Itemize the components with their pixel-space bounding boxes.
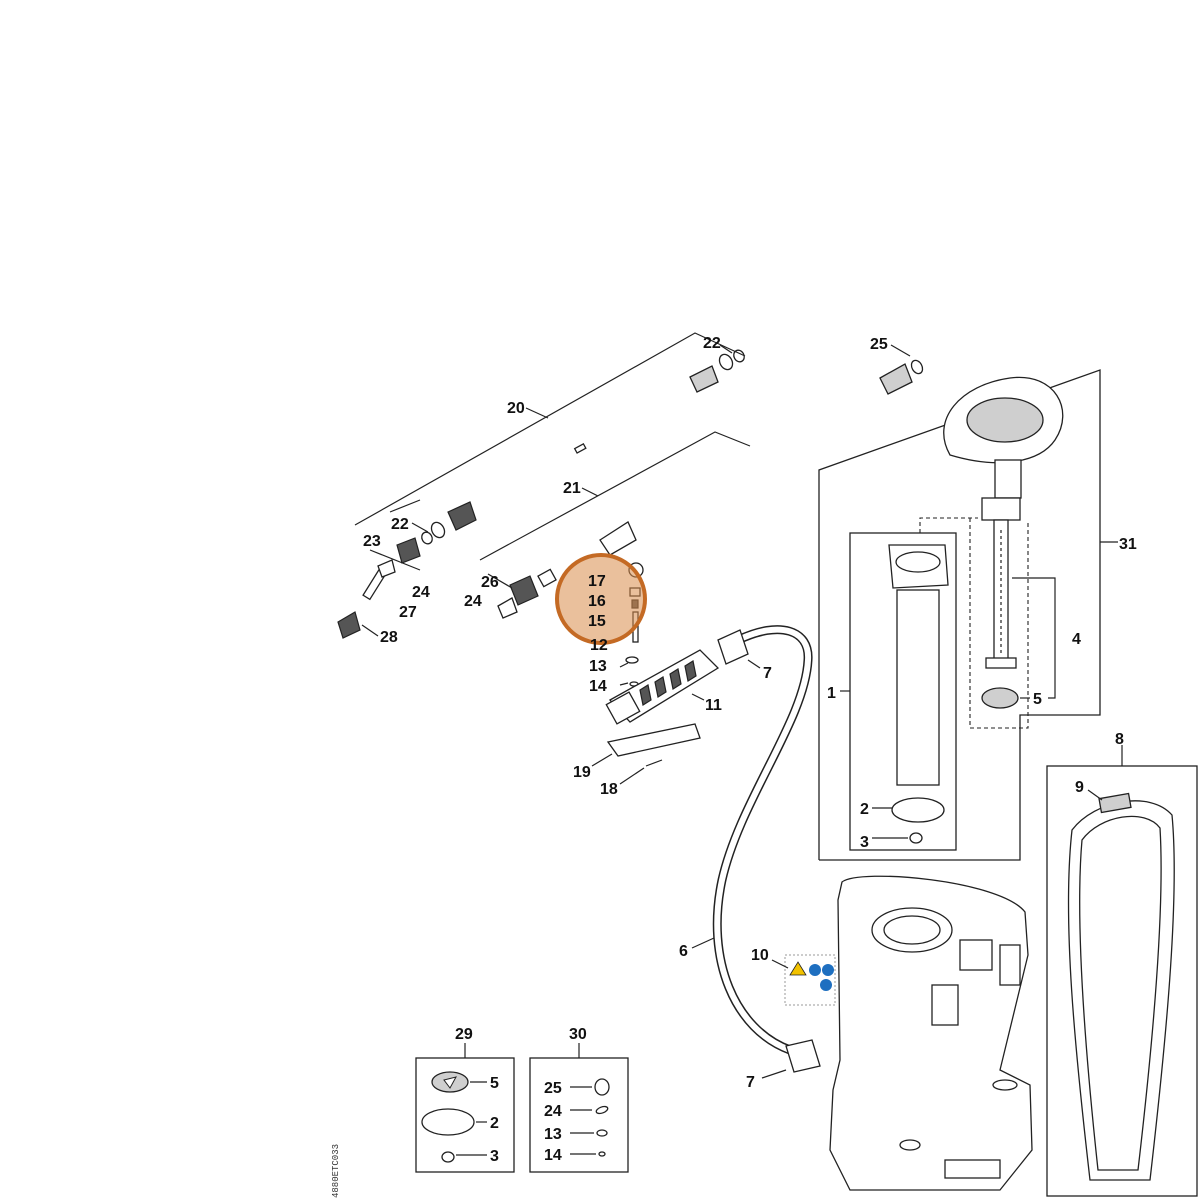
callout-9: 9 xyxy=(1075,779,1084,796)
kit29-label-5: 5 xyxy=(490,1075,499,1092)
hose-fitting-7-bottom[interactable] xyxy=(785,1039,821,1073)
kit30-seal-25[interactable] xyxy=(594,1078,610,1096)
callout-29: 29 xyxy=(455,1026,473,1043)
kit29-o-ring-2[interactable] xyxy=(421,1108,475,1136)
callout-18: 18 xyxy=(600,781,618,798)
nozzle-24-left[interactable] xyxy=(377,559,396,578)
callout-16: 16 xyxy=(588,593,606,610)
callout-4: 4 xyxy=(1072,631,1081,648)
hose-fitting-7-top[interactable] xyxy=(717,629,749,665)
piston-rod-4[interactable] xyxy=(985,519,1017,669)
highlight-circle xyxy=(555,553,647,645)
warning-label-10[interactable] xyxy=(784,954,836,1006)
kit30-label-13: 13 xyxy=(544,1126,562,1143)
callout-24-left: 24 xyxy=(412,584,430,601)
kit30-seal-14[interactable] xyxy=(598,1151,606,1157)
piston-seal-5[interactable] xyxy=(981,687,1019,709)
callout-1: 1 xyxy=(827,685,836,702)
callout-3: 3 xyxy=(860,834,869,851)
callout-8: 8 xyxy=(1115,731,1124,748)
callout-22-top: 22 xyxy=(703,335,721,352)
callout-12: 12 xyxy=(590,637,608,654)
hose-6[interactable] xyxy=(712,625,813,1055)
carrying-strap-8[interactable] xyxy=(1067,800,1175,1181)
callout-20: 20 xyxy=(507,400,525,417)
drawing-code: 4880ETC033 xyxy=(331,1144,341,1198)
nozzle-26[interactable] xyxy=(509,568,557,606)
handle-valve-11[interactable] xyxy=(605,649,720,725)
seal-rings-22-bottom[interactable] xyxy=(420,520,447,546)
callout-25: 25 xyxy=(870,336,888,353)
strap-buckle-9[interactable] xyxy=(1098,792,1132,814)
kit29-label-3: 3 xyxy=(490,1148,499,1165)
callout-6: 6 xyxy=(679,943,688,960)
kit29-label-2: 2 xyxy=(490,1115,499,1132)
valve-disc-3[interactable] xyxy=(909,832,923,844)
callout-2: 2 xyxy=(860,801,869,818)
kit30-label-25: 25 xyxy=(544,1080,562,1097)
spray-lance-20[interactable] xyxy=(447,365,719,531)
callout-22-bottom: 22 xyxy=(391,516,409,533)
callout-15: 15 xyxy=(588,613,606,630)
callout-5: 5 xyxy=(1033,691,1042,708)
callout-7-top: 7 xyxy=(763,665,772,682)
kit30-label-24: 24 xyxy=(544,1103,562,1120)
callout-21: 21 xyxy=(563,480,581,497)
kit30-label-14: 14 xyxy=(544,1147,562,1164)
callout-24-right: 24 xyxy=(464,593,482,610)
callout-31: 31 xyxy=(1119,536,1137,553)
frame-31 xyxy=(818,369,1101,861)
callout-30: 30 xyxy=(569,1026,587,1043)
pump-handle-31[interactable] xyxy=(943,376,1064,521)
seal-ring-25[interactable] xyxy=(909,358,925,375)
o-ring-2[interactable] xyxy=(891,797,945,823)
nozzle-23[interactable] xyxy=(396,537,421,564)
callout-14: 14 xyxy=(589,678,607,695)
sprayer-tank[interactable] xyxy=(829,875,1033,1191)
seal-rings-22-top[interactable] xyxy=(717,348,746,372)
callout-26: 26 xyxy=(481,574,499,591)
callout-23: 23 xyxy=(363,533,381,550)
seal-13[interactable] xyxy=(625,656,639,664)
callout-11: 11 xyxy=(705,697,722,714)
callout-10: 10 xyxy=(751,947,769,964)
callout-7-bottom: 7 xyxy=(746,1074,755,1091)
kit29-valve-3[interactable] xyxy=(441,1151,455,1163)
callout-13: 13 xyxy=(589,658,607,675)
trigger-lever-19[interactable] xyxy=(606,723,701,757)
callout-17: 17 xyxy=(588,573,606,590)
nozzle-24-right[interactable] xyxy=(497,597,518,619)
kit29-seal-5[interactable] xyxy=(431,1071,469,1093)
callout-19: 19 xyxy=(573,764,591,781)
kit30-seal-13[interactable] xyxy=(596,1129,608,1137)
pin-18[interactable] xyxy=(645,759,663,767)
callout-27: 27 xyxy=(399,604,417,621)
callout-28: 28 xyxy=(380,629,398,646)
kit30-seal-24[interactable] xyxy=(595,1105,609,1115)
spray-lance-21[interactable] xyxy=(599,363,913,556)
nozzle-tip-28[interactable] xyxy=(337,611,361,639)
